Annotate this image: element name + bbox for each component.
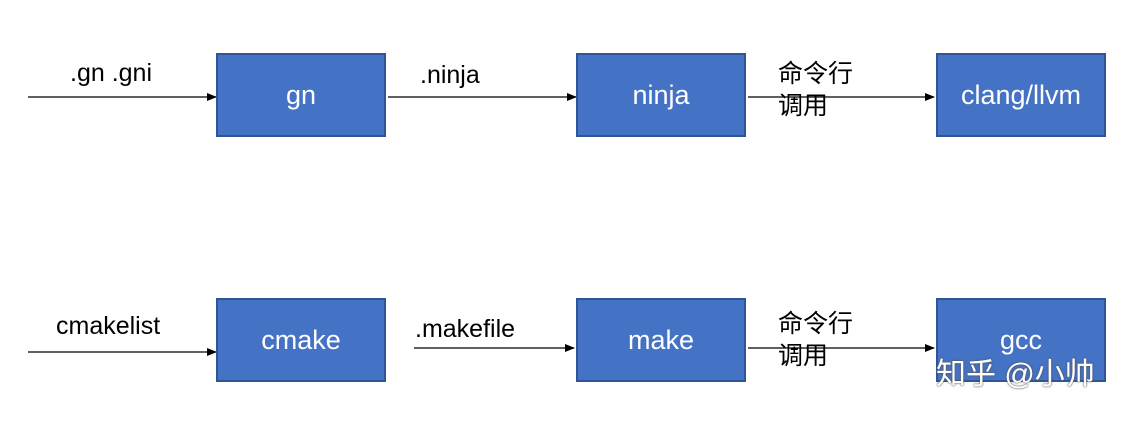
node-clang-llvm: clang/llvm	[936, 53, 1106, 137]
node-ninja: ninja	[576, 53, 746, 137]
row1-edge2-line1: 命令行	[778, 60, 854, 88]
row2-edge2-line2: 调用	[778, 342, 829, 370]
node-make: make	[576, 298, 746, 382]
row1-input-label: .gn .gni	[70, 59, 153, 87]
node-ninja-label: ninja	[632, 79, 690, 110]
node-clang-llvm-label: clang/llvm	[960, 79, 1082, 110]
row2-edge2-label: 命令行 调用	[778, 308, 853, 372]
node-gcc: gcc	[936, 298, 1106, 382]
watermark: 知乎 @小帅	[936, 358, 1095, 391]
node-cmake: cmake	[216, 298, 386, 382]
row1-edge2-line2: 调用	[778, 92, 829, 120]
node-gcc-label: gcc	[999, 324, 1043, 355]
node-gn: gn	[216, 53, 386, 137]
row2-edge2-line1: 命令行	[778, 310, 854, 338]
row1-edge1-label: .ninja	[420, 61, 480, 89]
row1-edge2-label: 命令行 调用	[778, 58, 853, 122]
row2-input-label: cmakelist	[56, 312, 161, 340]
node-gn-label: gn	[285, 79, 317, 110]
row2-edge1-label: .makefile	[415, 315, 516, 343]
node-make-label: make	[627, 324, 695, 355]
node-cmake-label: cmake	[261, 324, 341, 355]
